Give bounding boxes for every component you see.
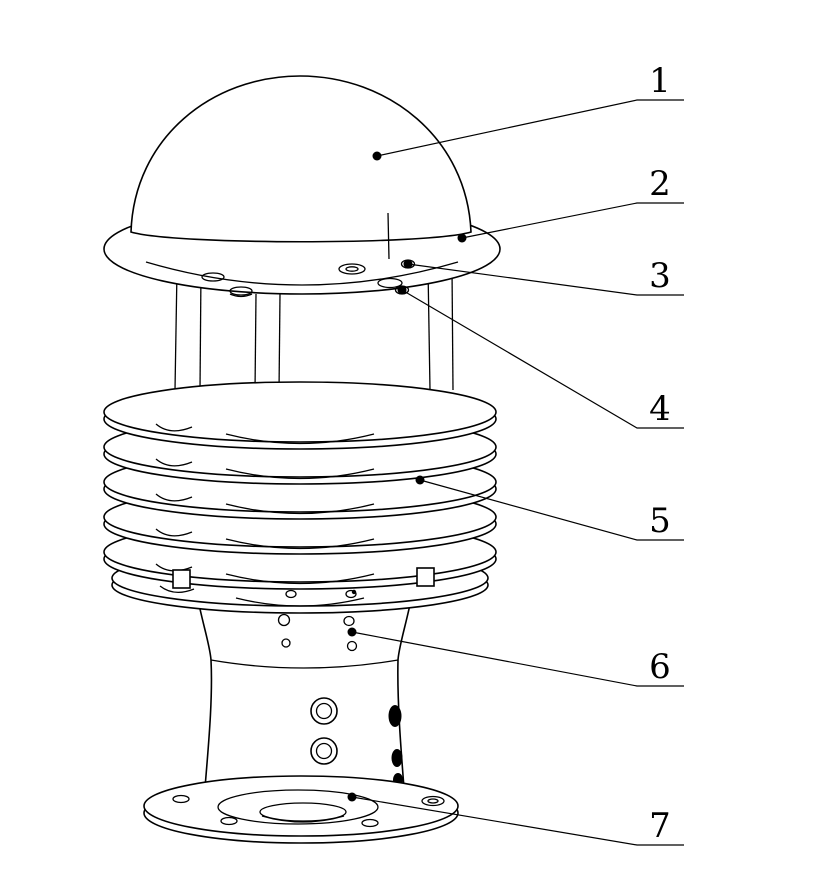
base-flange bbox=[143, 775, 459, 844]
callout-dot-2 bbox=[457, 233, 467, 243]
sensor-body bbox=[195, 589, 414, 789]
leader-lines bbox=[351, 99, 684, 846]
callout-label-6: 6 bbox=[649, 647, 671, 687]
side-connectors bbox=[388, 705, 403, 787]
callout-label-1: 1 bbox=[649, 61, 671, 101]
post-feet bbox=[172, 567, 435, 589]
body-seam-line bbox=[210, 659, 399, 669]
louver-plate bbox=[103, 381, 497, 450]
callout-label-7: 7 bbox=[649, 806, 671, 846]
callout-dot-6 bbox=[347, 627, 357, 637]
leader-line-6 bbox=[351, 631, 684, 687]
callout-dot-5 bbox=[415, 475, 425, 485]
flange-holes bbox=[172, 794, 445, 828]
callout-label-4: 4 bbox=[649, 389, 671, 429]
leader-line-5 bbox=[419, 479, 684, 541]
body-holes bbox=[277, 613, 358, 652]
callout-label-2: 2 bbox=[649, 164, 671, 204]
support-posts bbox=[174, 267, 454, 393]
leader-line-7 bbox=[351, 796, 684, 846]
plate-screws bbox=[285, 589, 357, 599]
callout-label-3: 3 bbox=[649, 256, 671, 296]
dome-seam-line bbox=[387, 212, 390, 260]
callout-dots bbox=[347, 151, 467, 802]
louver-stack bbox=[103, 381, 497, 614]
callout-dot-3 bbox=[403, 259, 413, 269]
leader-line-2 bbox=[461, 202, 684, 239]
leader-line-1 bbox=[376, 99, 684, 157]
callout-labels: 1 2 3 4 5 6 7 bbox=[649, 61, 671, 846]
callout-dot-1 bbox=[372, 151, 382, 161]
callout-dot-7 bbox=[347, 792, 357, 802]
dome-cover bbox=[130, 75, 472, 260]
callout-dot-4 bbox=[397, 285, 407, 295]
leader-line-3 bbox=[407, 263, 684, 296]
leader-line-4 bbox=[401, 289, 684, 429]
cable-grommets bbox=[310, 697, 338, 765]
callout-label-5: 5 bbox=[649, 501, 671, 541]
